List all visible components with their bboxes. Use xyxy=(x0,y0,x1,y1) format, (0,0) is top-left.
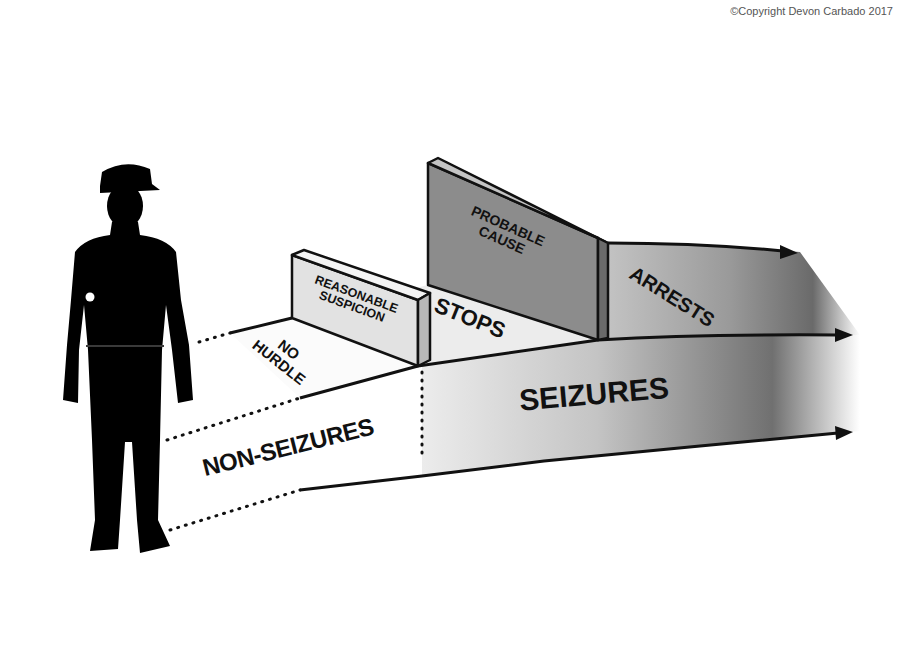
dotted-line xyxy=(167,398,300,440)
node-shape xyxy=(598,238,608,340)
hurdle-wall: PROBABLE CAUSE xyxy=(428,158,608,340)
officer-head xyxy=(107,184,143,228)
seizure-band: NON-SEIZURES xyxy=(300,365,422,490)
copyright-note: ©Copyright Devon Carbado 2017 xyxy=(730,5,893,17)
ramp-surface: ARRESTS xyxy=(598,243,860,340)
officer-belt xyxy=(86,345,164,347)
node-shape xyxy=(428,163,598,340)
node-shape xyxy=(422,335,860,476)
dotted-line xyxy=(170,490,300,530)
officer-body xyxy=(63,222,193,553)
hurdle-wall: REASONABLE SUSPICION xyxy=(292,250,430,366)
dotted-line xyxy=(199,333,230,342)
node-shape xyxy=(418,293,430,366)
node-shape xyxy=(598,243,860,340)
node-outline xyxy=(598,243,860,340)
police-officer-silhouette xyxy=(63,164,193,553)
officer-badge xyxy=(86,293,95,302)
